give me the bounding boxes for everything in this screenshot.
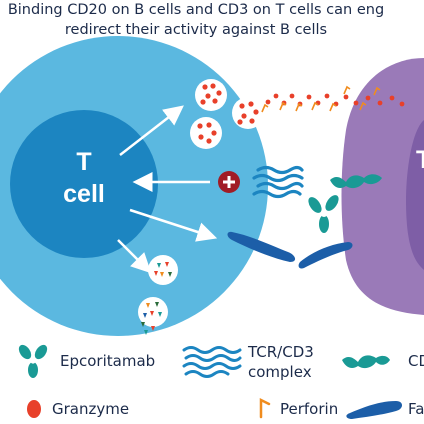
legend-antibody-icon: [18, 344, 48, 378]
t-cell-nucleus: [10, 110, 158, 258]
cd20-icon: [330, 174, 382, 189]
title-line-1: Binding CD20 on B cells and CD3 on T cel…: [7, 2, 385, 18]
antibody-icon: [308, 195, 339, 233]
released-particles: [141, 322, 155, 335]
legend-granzyme-icon: [27, 400, 41, 418]
t-cell-label-line-1: T: [76, 148, 92, 176]
legend-perforin-icon: [259, 397, 271, 419]
legend-tcr-line-2: complex: [248, 363, 312, 381]
legend-tcr-complex-icon: [182, 346, 242, 378]
granzyme-vesicles: [190, 79, 264, 149]
granzyme-perforin-stream: [261, 85, 405, 113]
legend-granzyme-label: Granzyme: [52, 400, 130, 418]
activation-plus-icon: [218, 171, 240, 193]
t-cell-label: T cell: [44, 146, 124, 210]
legend-fas-icon: [346, 401, 402, 419]
legend-epcoritamab-label: Epcoritamab: [60, 352, 156, 370]
legend-cd20-icon: [342, 355, 390, 369]
tcr-complex-icon: [252, 165, 304, 199]
legend-tcr-line-1: TCR/CD3: [248, 343, 314, 361]
fas-ligand-icon: [227, 231, 353, 269]
signal-arrows: [117, 105, 218, 274]
perforin-vesicles: [138, 255, 178, 327]
legend-perforin-label: Perforin: [280, 400, 339, 418]
b-cell-label: T: [416, 146, 424, 174]
legend-tcr-label: TCR/CD3 complex: [248, 342, 314, 382]
legend-fa-label: Fa: [408, 400, 424, 418]
title-line-2: redirect their activity against B cells: [64, 22, 328, 38]
legend-cd-label: CD: [408, 352, 424, 370]
t-cell-label-line-2: cell: [63, 180, 105, 208]
b-cell: [341, 58, 424, 315]
